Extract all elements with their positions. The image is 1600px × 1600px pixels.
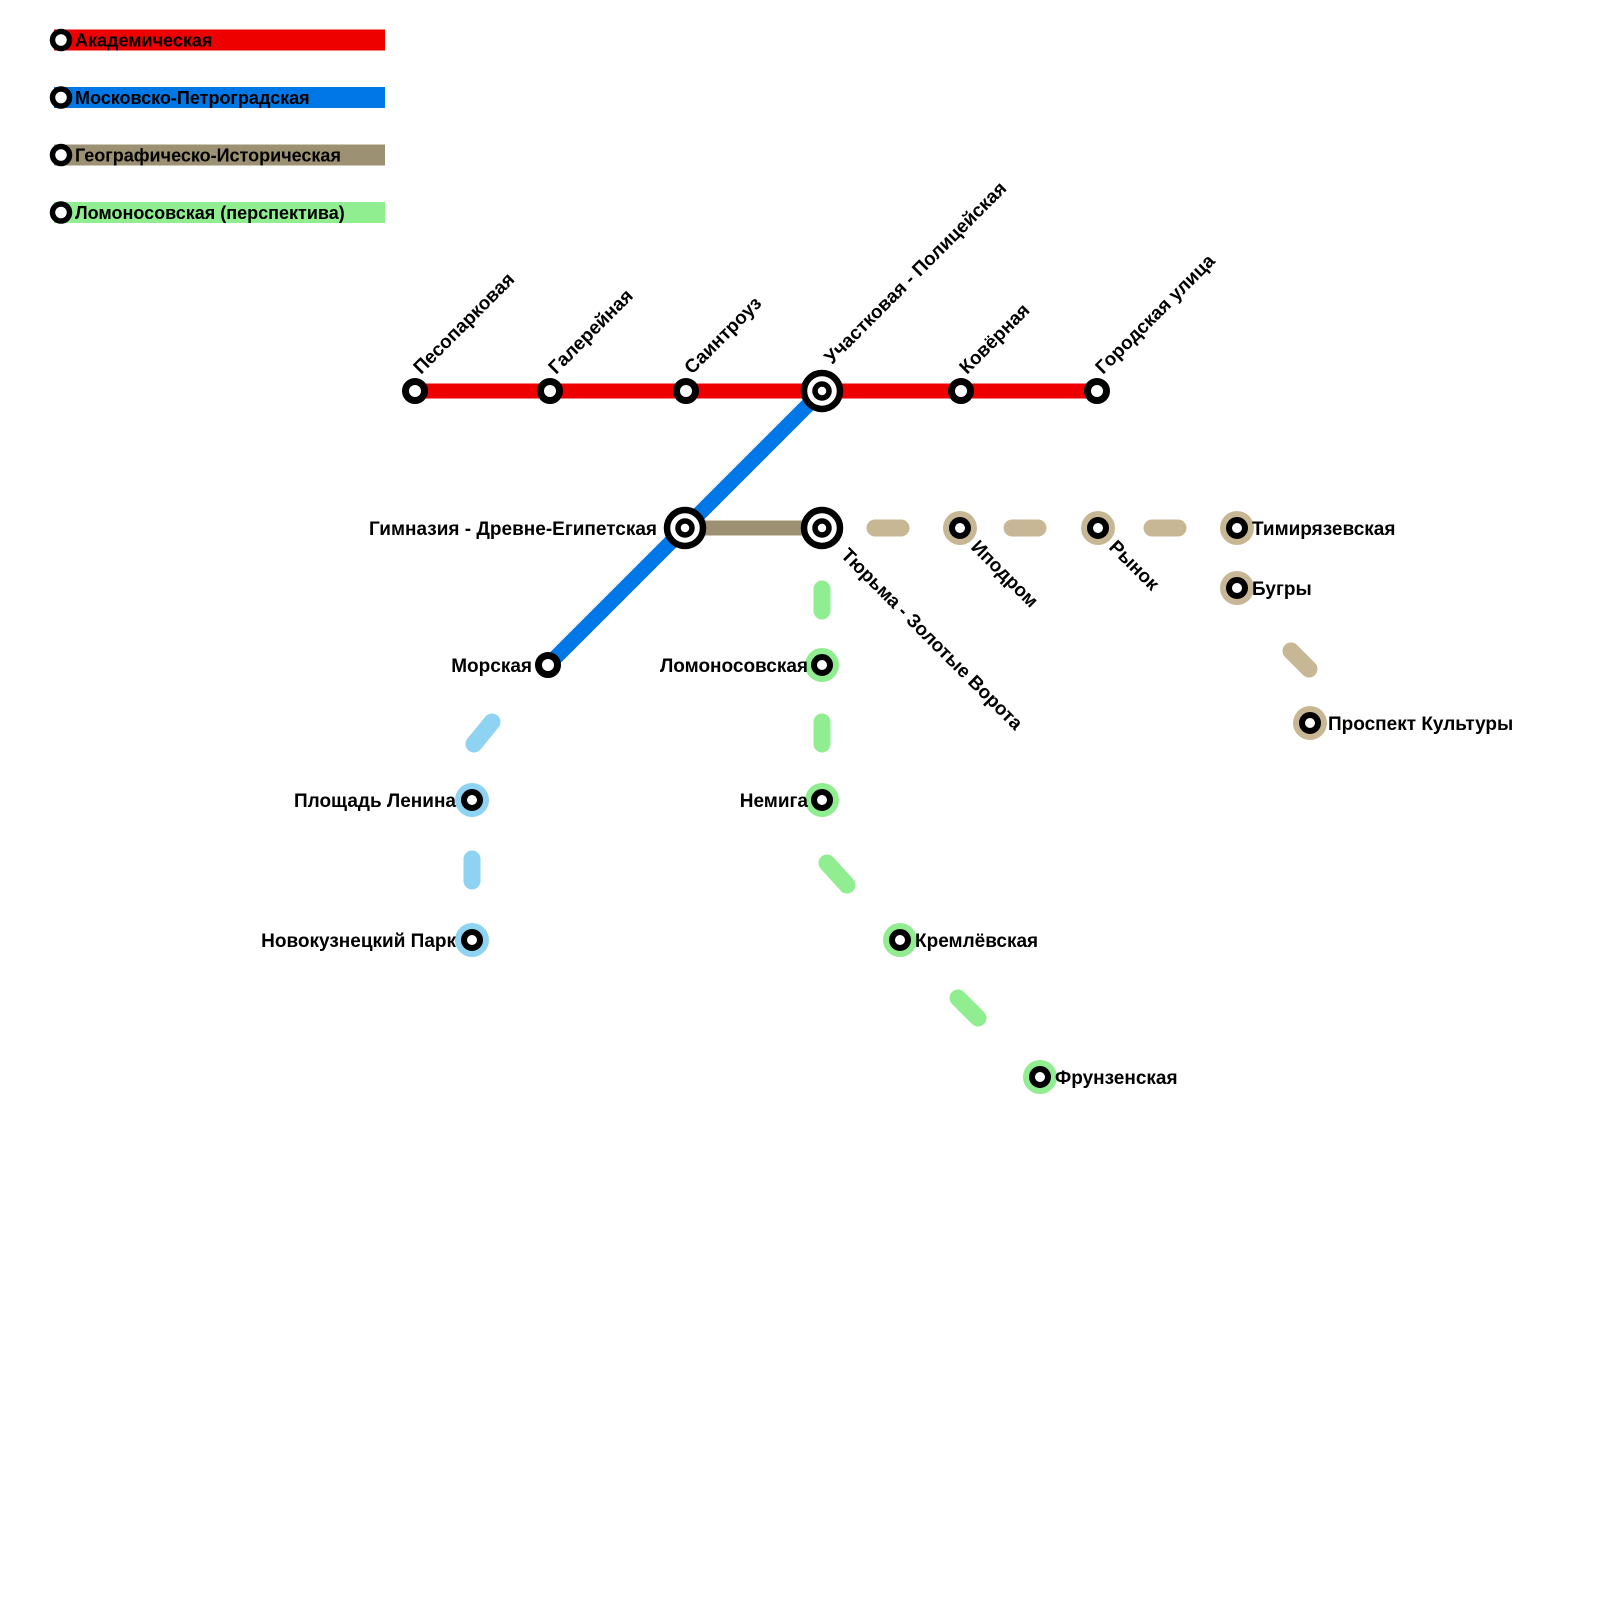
station-label: Галерейная	[545, 286, 638, 379]
station-marker-inner	[675, 518, 695, 538]
legend-item-geografichesko-istoricheskaya: Географическо-Историческая	[49, 143, 385, 167]
station-label: Площадь Ленина	[294, 791, 456, 812]
station-label: Морская	[451, 656, 532, 677]
line-moskovsko-petrogradskaya-perspektiva	[463, 713, 501, 890]
station-marker	[537, 378, 563, 404]
station-marker	[1084, 378, 1110, 404]
legend-station-icon	[49, 143, 73, 167]
station-nemiga: Немига	[740, 783, 839, 817]
station-marker	[461, 929, 483, 951]
station-marker	[1087, 517, 1109, 539]
station-bugry: Бугры	[1220, 571, 1312, 605]
line-dash	[1282, 642, 1318, 678]
station-marker	[1226, 517, 1248, 539]
station-label: Ковёрная	[956, 300, 1035, 379]
station-label: Фрунзенская	[1055, 1068, 1178, 1089]
legend-label: Московско-Петроградская	[75, 88, 310, 108]
station-marker	[949, 517, 971, 539]
station-marker	[673, 378, 699, 404]
line-geografichesko-istoricheskaya-perspektiva	[866, 519, 1318, 678]
station-label: Кремлёвская	[915, 931, 1038, 952]
station-prospekt-kultury: Проспект Культуры	[1293, 706, 1513, 740]
station-label: Тимирязевская	[1252, 519, 1395, 540]
station-uchastkovaya-politseyskaya: Участковая - Полицейская	[800, 178, 1011, 413]
station-marker	[1029, 1066, 1051, 1088]
station-marker	[1299, 712, 1321, 734]
station-label: Рынок	[1104, 537, 1163, 596]
station-label: Гимназия - Древне-Египетская	[369, 519, 657, 540]
legend-label: Ломоносовская (перспектива)	[75, 203, 345, 223]
station-gimnaziya-drevne-egipetskaya: Гимназия - Древне-Египетская	[369, 506, 707, 550]
station-marker-inner	[812, 518, 832, 538]
station-label: Проспект Культуры	[1328, 714, 1513, 735]
station-ploshchad-lenina: Площадь Ленина	[294, 783, 489, 817]
station-gorodskaya-ulitsa: Городская улица	[1084, 250, 1220, 404]
legend-color-bar	[54, 29, 385, 51]
station-marker	[811, 654, 833, 676]
station-label: Саинтроуз	[681, 293, 766, 378]
station-tyurma-zolotye-vorota: Тюрьма - Золотые Ворота	[800, 506, 1027, 735]
station-marker-inner	[812, 381, 832, 401]
legend-label: Академическая	[75, 31, 212, 51]
station-marker	[811, 789, 833, 811]
station-marker	[402, 378, 428, 404]
line-dash	[818, 854, 856, 894]
line-dash	[949, 989, 987, 1027]
station-label: Песопарковая	[410, 269, 519, 378]
station-label: Немига	[740, 791, 809, 812]
line-dash	[465, 713, 501, 753]
station-marker	[535, 652, 561, 678]
station-novokuznetskiy-park: Новокузнецкий Парк	[261, 923, 489, 957]
station-label: Городская улица	[1092, 250, 1220, 378]
station-label: Новокузнецкий Парк	[261, 931, 456, 952]
legend-station-icon	[49, 86, 73, 109]
station-marker	[948, 378, 974, 404]
legend-item-lomonosovskaya-perspektiva: Ломоносовская (перспектива)	[49, 201, 385, 224]
legend-item-moskovsko-petrogradskaya: Московско-Петроградская	[49, 86, 385, 109]
legend-color-bar	[54, 144, 385, 166]
legend-station-icon	[49, 28, 73, 52]
station-frunzenskaya: Фрунзенская	[1023, 1060, 1178, 1094]
station-galereynaya: Галерейная	[537, 286, 638, 404]
station-label: Бугры	[1252, 579, 1312, 600]
station-timiryazevskaya: Тимирязевская	[1220, 511, 1395, 545]
legend-item-akademicheskaya: Академическая	[49, 28, 385, 52]
station-marker	[1226, 577, 1248, 599]
station-marker	[461, 789, 483, 811]
legend-station-icon	[49, 201, 73, 224]
legend-color-bar	[54, 202, 385, 223]
legend-color-bar	[54, 87, 385, 108]
line-lomonosovskaya-perspektiva	[813, 580, 987, 1027]
station-lomonosovskaya: Ломоносовская	[660, 648, 839, 682]
station-kremlyovskaya: Кремлёвская	[883, 923, 1038, 957]
station-label: Иподром	[966, 537, 1041, 612]
station-pesoparkovaya: Песопарковая	[402, 269, 519, 404]
legend-label: Географическо-Историческая	[75, 146, 341, 166]
station-morskaya: Морская	[451, 652, 561, 678]
station-marker	[889, 929, 911, 951]
station-label: Ломоносовская	[660, 656, 808, 677]
